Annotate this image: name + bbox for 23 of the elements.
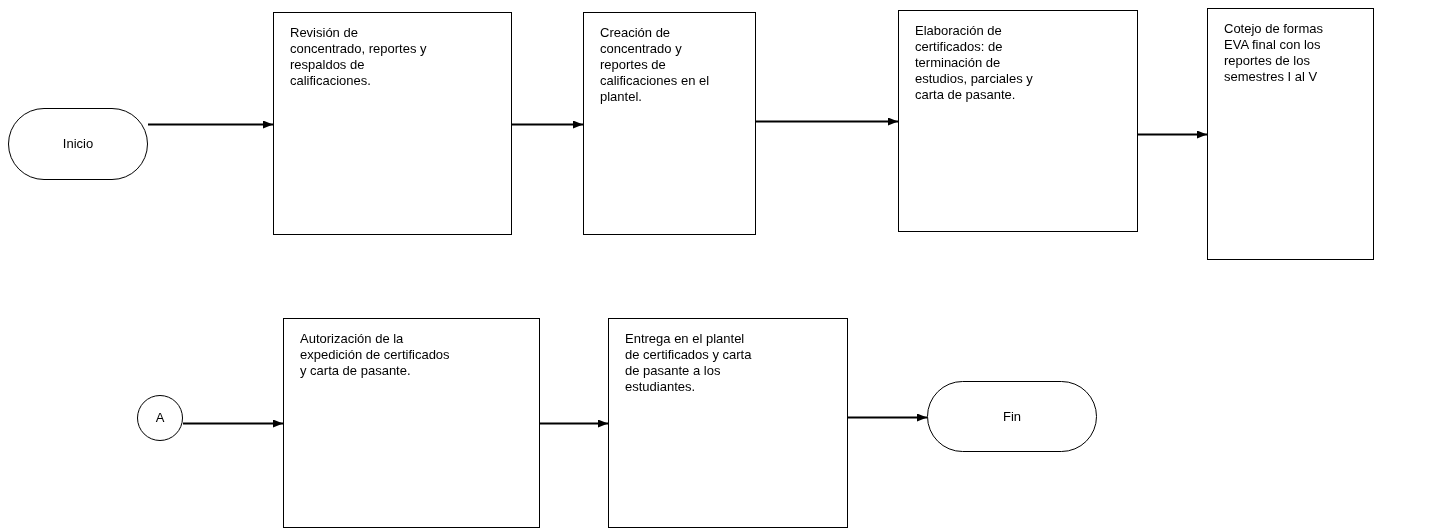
node-label: Inicio (62, 136, 94, 152)
process-box (608, 318, 848, 528)
node-label: Cotejo de formas EVA final con los reportes de los semestres I al V (1224, 21, 1324, 85)
arrow (539, 419, 609, 428)
process-box (1207, 8, 1374, 260)
connector-circle (137, 395, 183, 441)
process-box (273, 12, 512, 235)
arrow (182, 419, 284, 428)
node-label: A (155, 410, 165, 426)
arrow (147, 120, 274, 129)
arrow (755, 117, 899, 126)
process-box (898, 10, 1138, 232)
process-box (283, 318, 540, 528)
arrow (511, 120, 584, 129)
node-label: Creación de concentrado y reportes de calificaciones en el plantel. (600, 25, 711, 105)
arrow (1137, 130, 1208, 139)
node-label: Fin (1002, 408, 1022, 425)
node-label: Revisión de concentrado, reportes y respaldos de calificaciones. (290, 25, 428, 89)
arrow (847, 413, 928, 422)
process-box (583, 12, 756, 235)
node-label: Autorización de la expedición de certificados y carta de pasante. (300, 331, 450, 379)
node-label: Elaboración de certificados: de terminación de estudios, parciales y carta de pasante. (915, 23, 1034, 103)
node-label: Entrega en el plantel de certificados y carta de pasante a los estudiantes. (625, 331, 753, 395)
